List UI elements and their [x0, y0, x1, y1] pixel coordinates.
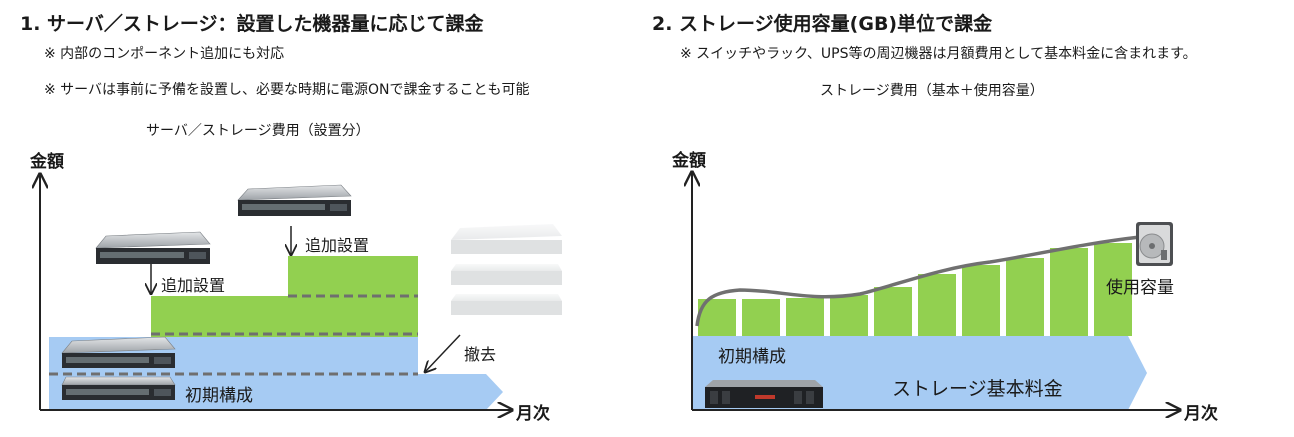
right-chart-caption: ストレージ費用（基本＋使用容量）	[820, 83, 1044, 99]
right-initial-label: 初期構成	[718, 347, 786, 367]
left-add-label-2: 追加設置	[305, 236, 370, 255]
left-chart-caption: サーバ／ストレージ費用（設置分）	[146, 123, 370, 139]
left-title: 1. サーバ／ストレージ：設置した機器量に応じて課金	[20, 13, 484, 35]
left-y-axis-label: 金額	[30, 152, 64, 172]
left-note-1: ※ 内部のコンポーネント追加にも対応	[44, 46, 285, 62]
right-x-axis-label: 月次	[1184, 404, 1218, 424]
left-remove-arrow	[425, 334, 461, 372]
right-base-label: ストレージ基本料金	[892, 378, 1063, 400]
right-usage-label: 使用容量	[1106, 278, 1174, 298]
right-title: 2. ストレージ使用容量(GB)単位で課金	[652, 13, 993, 35]
server-icon-initial-1	[61, 336, 176, 368]
left-note-2: ※ サーバは事前に予備を設置し、必要な時期に電源ONで課金することも可能	[44, 82, 530, 98]
server-icon-initial-2	[61, 376, 176, 400]
hard-disk-icon	[1136, 222, 1173, 266]
right-note: ※ スイッチやラック、UPS等の周辺機器は月額費用として基本料金に含まれます。	[680, 46, 1197, 62]
storage-device-icon	[705, 380, 823, 408]
left-add-label-1: 追加設置	[161, 276, 226, 295]
server-icon-removed	[451, 224, 562, 315]
left-add-block-1	[151, 296, 418, 337]
right-y-axis-label: 金額	[672, 151, 706, 171]
right-usage-curve	[695, 235, 1141, 327]
left-x-axis-label: 月次	[516, 404, 550, 424]
left-initial-label: 初期構成	[185, 386, 253, 406]
server-icon-add-2	[237, 184, 352, 216]
right-usage-bars	[698, 243, 1132, 336]
left-add-block-2	[288, 256, 418, 296]
server-icon-add-1	[95, 231, 211, 264]
left-remove-label: 撤去	[464, 345, 497, 364]
